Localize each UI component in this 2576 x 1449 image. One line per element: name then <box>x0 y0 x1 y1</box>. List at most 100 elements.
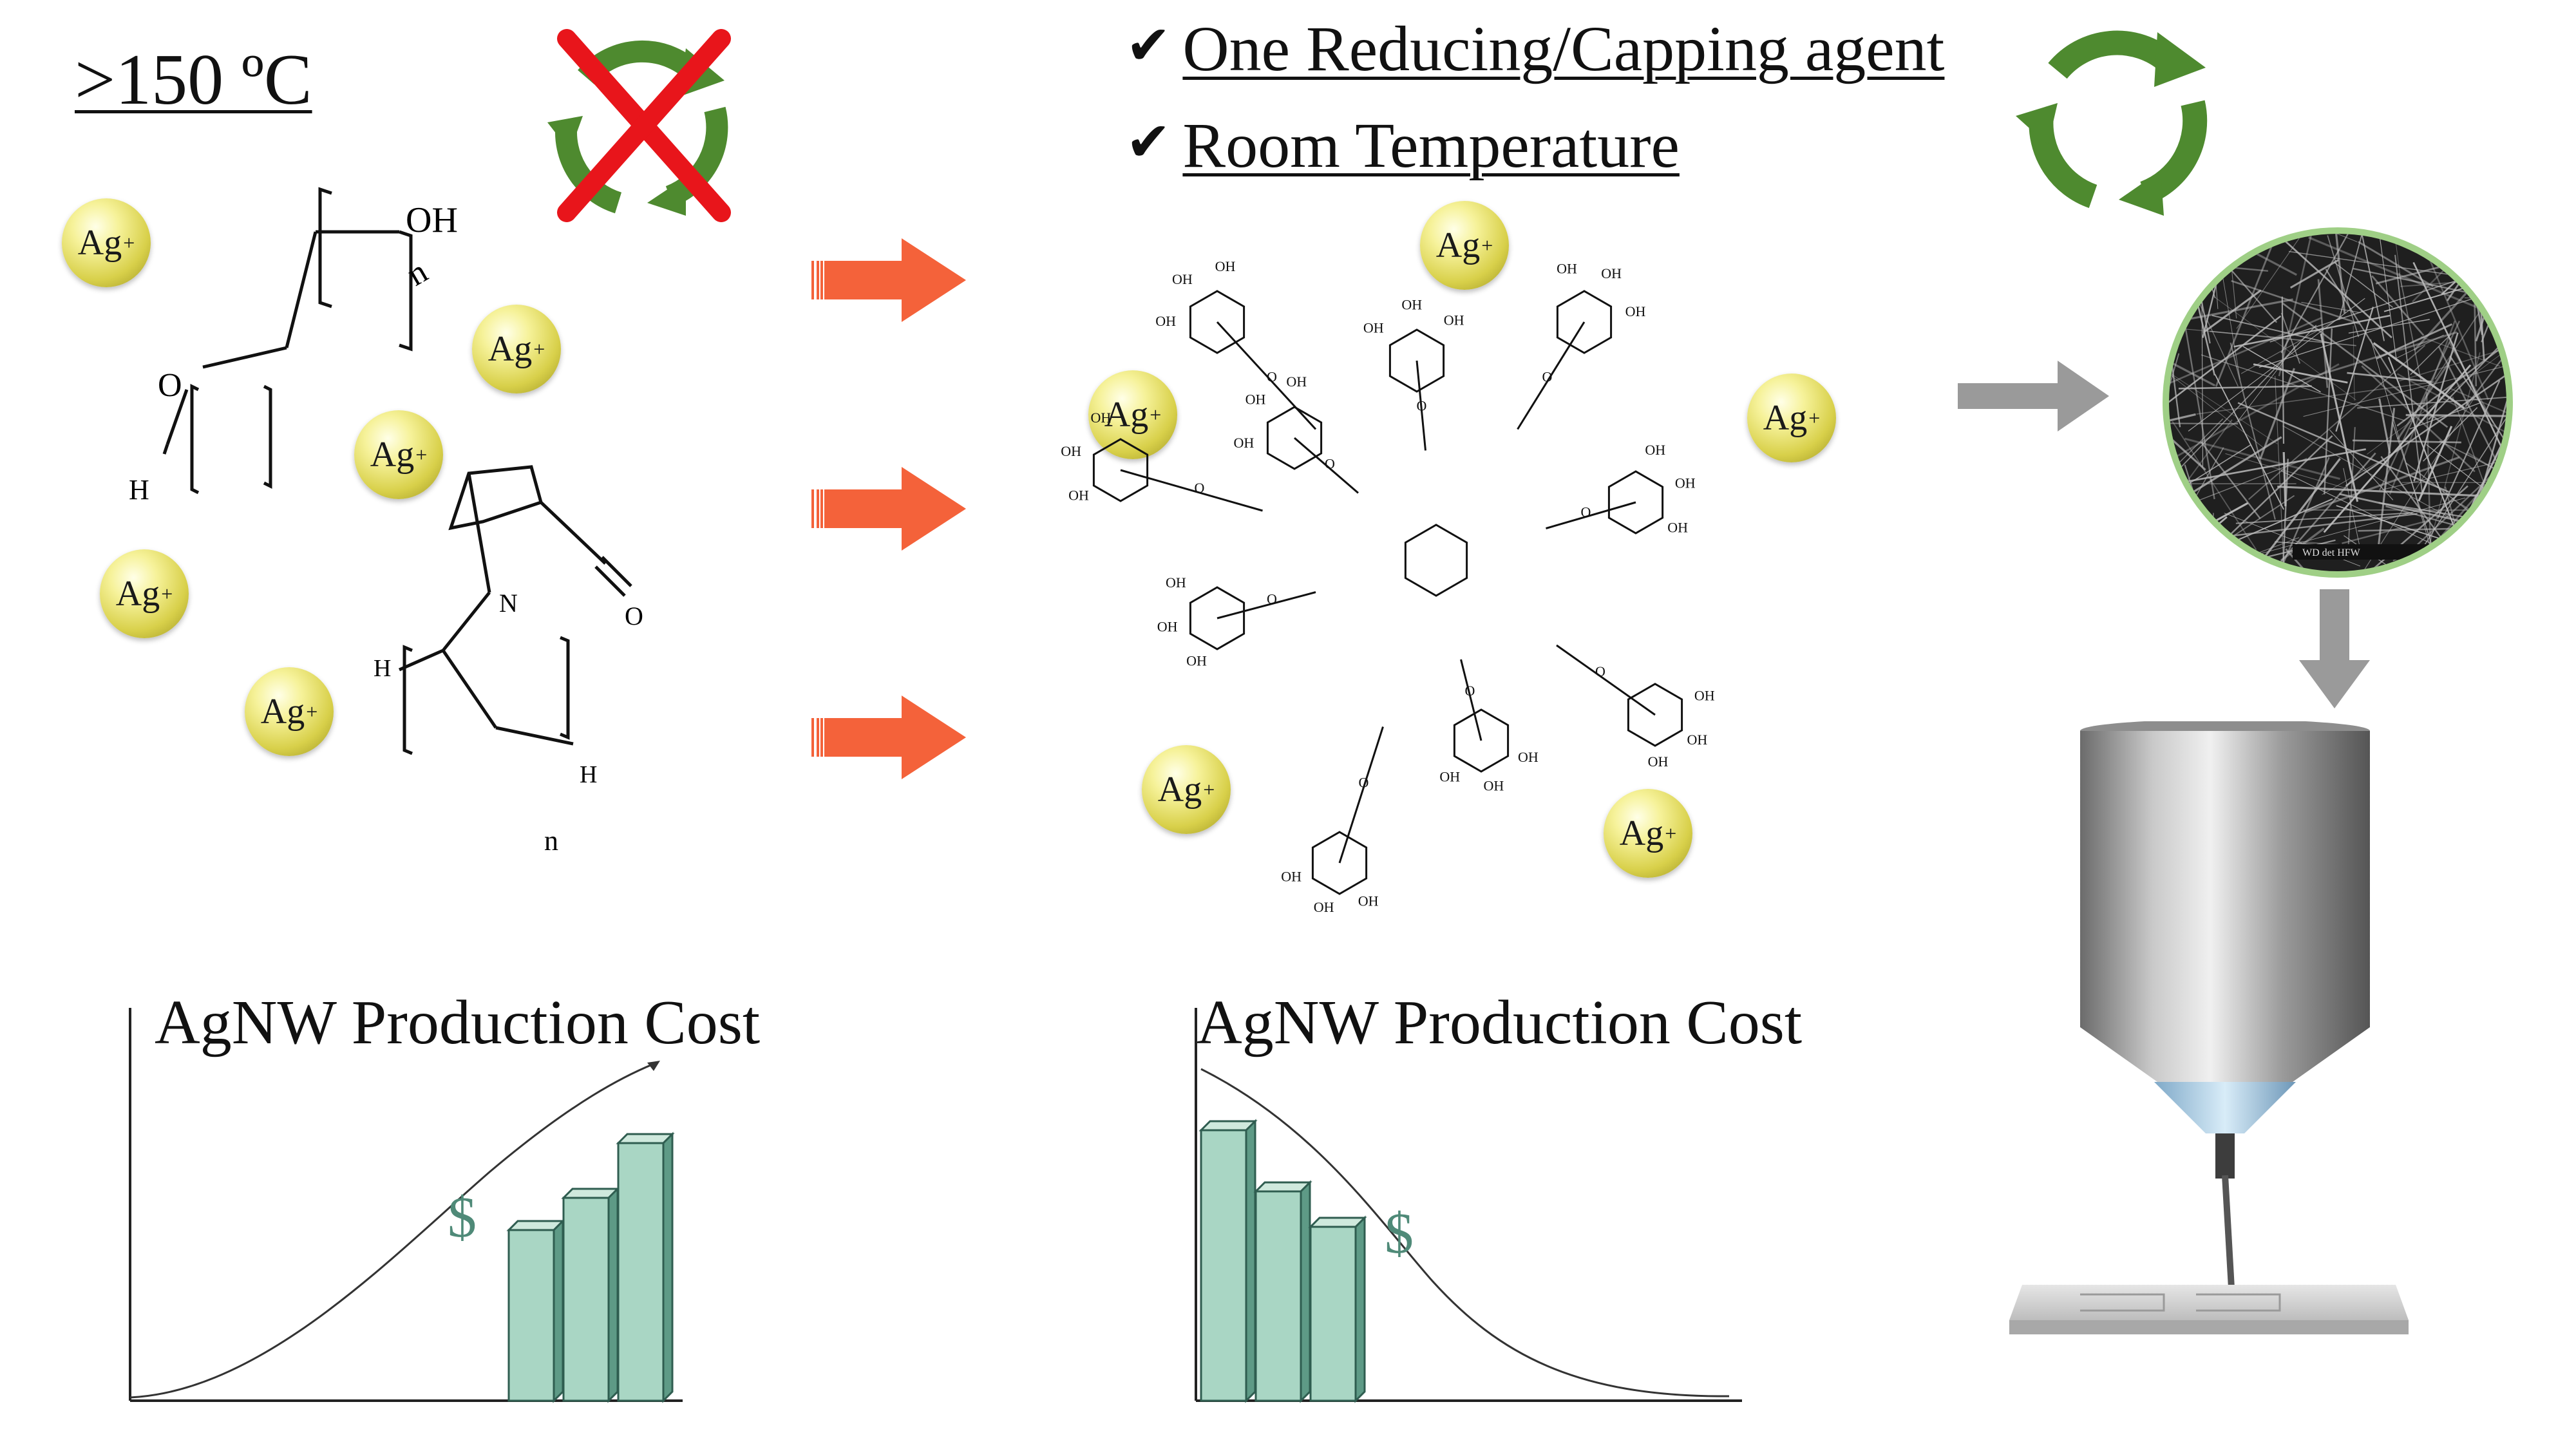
ester-oxygen-label: O <box>1542 369 1553 385</box>
nanowire <box>2235 512 2413 524</box>
hydroxyl-label: OH <box>1234 435 1255 451</box>
hydroxyl-label: OH <box>1694 688 1715 704</box>
sem-scale-text: WD det HFW <box>2302 547 2361 558</box>
gray-arrow-icon <box>1958 361 2109 431</box>
nanowire <box>2169 512 2187 571</box>
nanowire <box>2374 234 2397 361</box>
nanowire <box>2289 259 2340 289</box>
hydroxyl-label: OH <box>1401 296 1422 312</box>
nanowire <box>2463 234 2506 261</box>
galloyl-ring <box>1453 708 1510 773</box>
nanowire <box>2214 374 2284 510</box>
nanowire <box>2211 314 2332 345</box>
silver-ion: Ag+ <box>1420 201 1509 290</box>
nanowire <box>2405 413 2506 417</box>
ester-oxygen-label: O <box>1581 504 1591 520</box>
ester-oxygen-label: O <box>1595 663 1605 679</box>
falling-cost-chart: $ <box>1195 1008 1742 1403</box>
hydroxyl-label: OH <box>1625 303 1646 319</box>
hydroxyl-label: OH <box>1444 312 1464 328</box>
galloyl-ring <box>1189 586 1245 650</box>
hydroxyl-label: OH <box>1166 574 1186 591</box>
nanowire <box>2353 325 2355 401</box>
nanowire <box>2282 459 2289 563</box>
checkmark-icon: ✔ <box>1126 14 1171 77</box>
nanowire <box>2169 234 2181 428</box>
galloyl-ring <box>1092 438 1149 502</box>
nanowire <box>2169 315 2282 424</box>
nanowire <box>2288 251 2458 276</box>
nanowire <box>2259 368 2295 459</box>
galloyl-ring <box>1556 290 1613 354</box>
nanowire <box>2322 448 2401 495</box>
nanowire <box>2348 319 2430 334</box>
hydroxyl-label: OH <box>1601 265 1622 281</box>
nanowire <box>2202 289 2262 334</box>
hydrogen-label: H <box>580 761 597 788</box>
nanowire <box>2301 301 2361 313</box>
dollar-icon: $ <box>1385 1202 1414 1265</box>
nanowire <box>2233 314 2391 348</box>
orange-arrow-icon <box>811 467 966 551</box>
nanowire <box>2420 336 2501 367</box>
nanowire <box>2253 363 2348 384</box>
hydroxyl-label: OH <box>1172 271 1193 287</box>
galloyl-ring <box>1627 683 1683 747</box>
ester-oxygen-label: O <box>1195 480 1205 496</box>
checkmark-icon: ✔ <box>1126 110 1171 173</box>
cost-bar <box>1198 1119 1258 1403</box>
nanowire <box>2367 327 2506 455</box>
nanowire <box>2409 402 2482 430</box>
nanowire <box>2200 440 2261 519</box>
hydroxyl-label: OH <box>1645 442 1665 458</box>
carbonyl-oxygen-label: O <box>625 601 643 630</box>
nanowire <box>2282 451 2287 507</box>
nanowire <box>2396 357 2453 440</box>
nanowire <box>2293 234 2358 243</box>
nanowire <box>2169 444 2251 516</box>
nanowire <box>2392 234 2402 287</box>
hydroxyl-label: OH <box>1667 519 1688 535</box>
nanowire <box>2212 513 2418 539</box>
nanowire <box>2184 437 2340 480</box>
hydroxyl-label: OH <box>1155 313 1176 329</box>
nanowire <box>2352 439 2461 444</box>
nanowire <box>2333 261 2394 308</box>
galloyl-ring <box>1189 290 1245 354</box>
cost-bars <box>1198 1119 1367 1403</box>
nanowire <box>2380 456 2442 538</box>
nanowire <box>2343 468 2363 559</box>
hydroxyl-label: OH <box>1675 475 1696 491</box>
nanowire <box>2280 234 2356 354</box>
checklist-item: ✔One Reducing/Capping agent <box>1126 13 1945 84</box>
nanowire <box>2398 272 2422 382</box>
nanowire <box>2317 279 2329 388</box>
nanowire <box>2174 418 2224 468</box>
nanowire <box>2169 353 2180 404</box>
checklist-item: ✔Room Temperature <box>1126 109 1680 181</box>
nanowire <box>2394 254 2423 496</box>
rising-cost-chart: $ <box>129 1008 683 1403</box>
nanowire <box>2335 307 2374 432</box>
nanowire <box>2378 398 2391 454</box>
hydroxyl-label: OH <box>1186 652 1207 668</box>
nanowire <box>2169 354 2216 387</box>
hydrogen-label: H <box>129 474 149 506</box>
hydrogen-label: H <box>374 655 391 682</box>
nanowire <box>2357 394 2506 409</box>
nanowire <box>2345 361 2506 487</box>
temperature-condition-label: >150 ºC <box>75 40 312 120</box>
nanowire <box>2327 235 2360 337</box>
hydroxyl-label: OH <box>1091 410 1112 426</box>
hydroxyl-label: OH <box>1648 753 1669 770</box>
hydroxyl-label: OH <box>1358 893 1379 909</box>
nanowire <box>2282 303 2448 428</box>
nanowire <box>2413 332 2459 482</box>
silver-ion: Ag+ <box>1747 374 1836 462</box>
silver-ion: Ag+ <box>354 410 443 499</box>
silver-ion: Ag+ <box>100 549 189 638</box>
nanowire <box>2237 345 2297 422</box>
nitrogen-label: N <box>499 589 518 618</box>
ester-oxygen-label: O <box>1325 456 1335 472</box>
